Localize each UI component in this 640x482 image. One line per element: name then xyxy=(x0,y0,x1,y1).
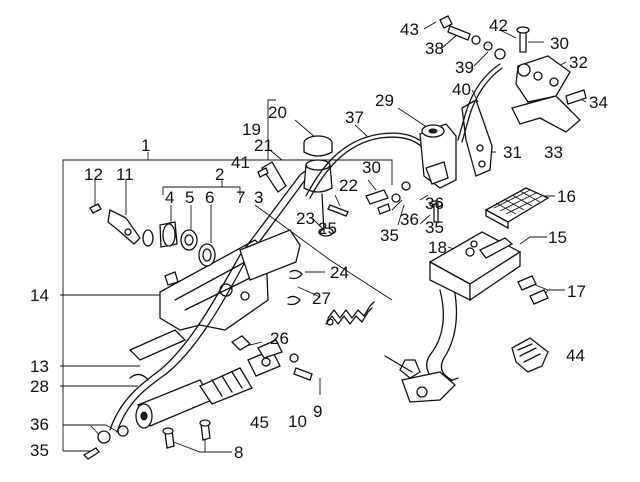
callout-26: 26 xyxy=(270,329,289,348)
callout-44: 44 xyxy=(566,346,585,365)
callout-28: 28 xyxy=(30,377,49,396)
callout-18: 18 xyxy=(428,238,447,257)
callout-17: 17 xyxy=(567,282,586,301)
callout-15: 15 xyxy=(548,228,567,247)
callout-12: 12 xyxy=(84,165,103,184)
callout-35-bottom: 35 xyxy=(30,441,49,460)
callout-16: 16 xyxy=(557,187,576,206)
callout-20: 20 xyxy=(268,103,287,122)
callout-33: 33 xyxy=(544,143,563,162)
callout-5: 5 xyxy=(185,188,194,207)
callout-30-mid: 30 xyxy=(362,158,381,177)
callout-2: 2 xyxy=(215,165,224,184)
callout-36-bottom: 36 xyxy=(30,415,49,434)
callout-9: 9 xyxy=(313,402,322,421)
callout-labels: 1 2 3 4 5 6 7 8 9 10 11 12 13 14 15 16 1… xyxy=(30,16,608,462)
callout-27: 27 xyxy=(312,289,331,308)
callout-25: 25 xyxy=(318,219,337,238)
callout-22: 22 xyxy=(339,176,358,195)
callout-45: 45 xyxy=(250,413,269,432)
parts xyxy=(82,15,587,460)
callout-38: 38 xyxy=(425,39,444,58)
callout-21: 21 xyxy=(254,136,273,155)
callout-13: 13 xyxy=(30,357,49,376)
callout-40: 40 xyxy=(452,80,471,99)
callout-24: 24 xyxy=(330,263,349,282)
callout-19: 19 xyxy=(242,120,261,139)
callout-42: 42 xyxy=(489,16,508,35)
callout-35-mid-right: 35 xyxy=(425,218,444,237)
callout-41: 41 xyxy=(231,153,250,172)
callout-11: 11 xyxy=(116,165,134,184)
callout-14: 14 xyxy=(30,286,49,305)
callout-1: 1 xyxy=(141,136,150,155)
callout-35-mid-left: 35 xyxy=(380,226,399,245)
callout-6: 6 xyxy=(205,188,214,207)
callout-36-mid-left: 36 xyxy=(400,210,419,229)
callout-37: 37 xyxy=(345,108,364,127)
callout-34: 34 xyxy=(589,93,608,112)
callout-29: 29 xyxy=(375,91,394,110)
callout-7: 7 xyxy=(236,188,245,207)
callout-8: 8 xyxy=(234,443,243,462)
callout-43: 43 xyxy=(400,20,419,39)
callout-31: 31 xyxy=(503,143,522,162)
callout-30-top: 30 xyxy=(550,34,569,53)
callout-4: 4 xyxy=(165,188,174,207)
callout-36-mid-right: 36 xyxy=(425,194,444,213)
callout-32: 32 xyxy=(569,53,588,72)
callout-3: 3 xyxy=(254,188,263,207)
callout-10: 10 xyxy=(288,412,307,431)
leader-lines xyxy=(60,21,587,453)
callout-39: 39 xyxy=(455,58,474,77)
callout-23: 23 xyxy=(296,209,315,228)
